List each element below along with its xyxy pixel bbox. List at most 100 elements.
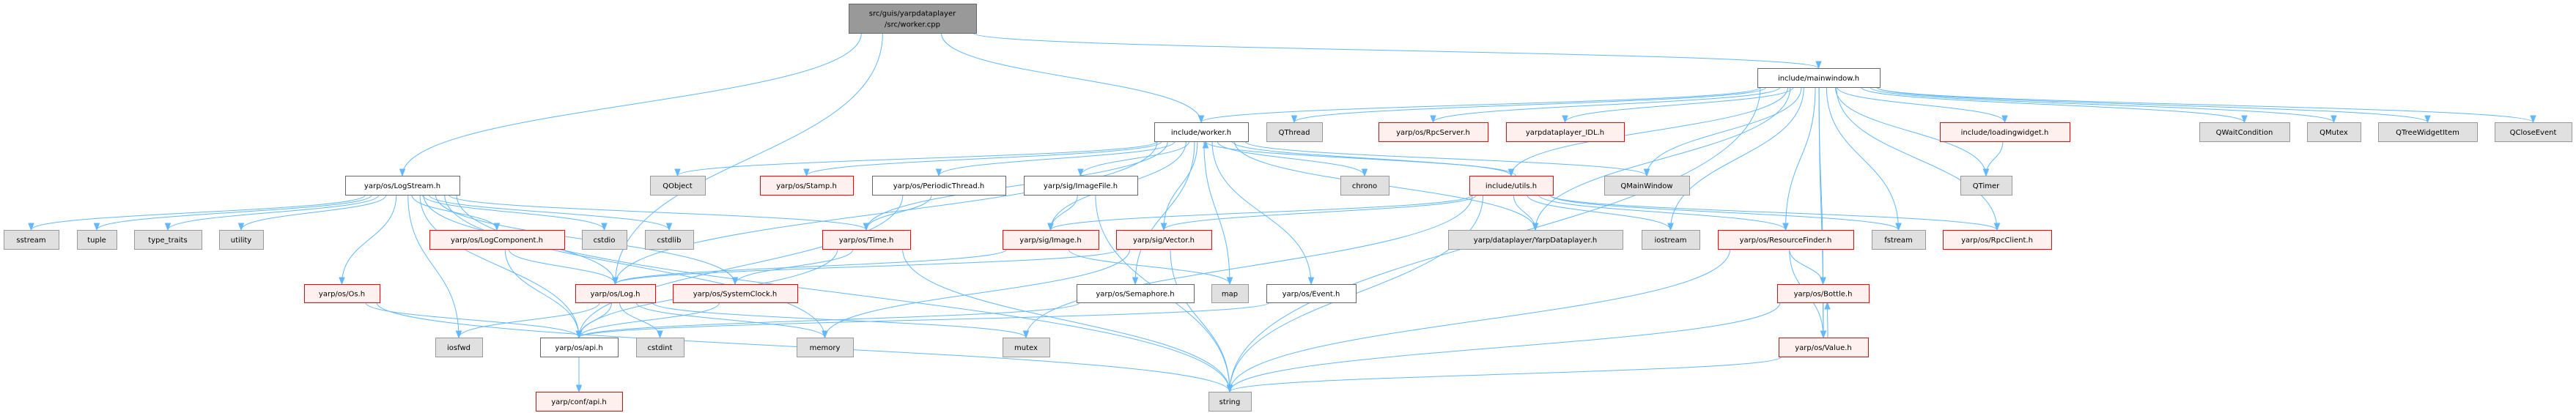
node-utils[interactable]: include/utils.h	[1469, 176, 1554, 196]
arrowhead	[665, 223, 673, 231]
node-periodic[interactable]: yarp/os/PeriodicThread.h	[872, 176, 1006, 196]
edge-worker-to-periodic	[935, 141, 1176, 177]
node-qmutex[interactable]: QMutex	[2307, 122, 2361, 142]
node-cstdint[interactable]: cstdint	[636, 338, 684, 357]
node-box	[872, 176, 1006, 196]
node-event[interactable]: yarp/os/Event.h	[1266, 284, 1357, 303]
node-logcomponent[interactable]: yarp/os/LogComponent.h	[429, 230, 565, 250]
node-qmainwindow[interactable]: QMainWindow	[1604, 176, 1690, 196]
node-map[interactable]: map	[1211, 284, 1249, 303]
arrowhead	[1532, 223, 1539, 231]
node-label: yarp/os/Time.h	[839, 237, 894, 245]
node-rpcclient[interactable]: yarp/os/RpcClient.h	[1943, 230, 2052, 250]
edge-mainwindow-to-qmainwindow	[1643, 86, 1802, 177]
node-type_traits[interactable]: type_traits	[134, 230, 202, 250]
node-resourcefinder[interactable]: yarp/os/ResourceFinder.h	[1718, 230, 1854, 250]
node-box	[1642, 230, 1700, 250]
edge-loadingwidget-to-qtimer	[1982, 141, 2004, 177]
node-iosfwd[interactable]: iosfwd	[435, 338, 483, 357]
node-box	[2495, 122, 2572, 142]
node-value[interactable]: yarp/os/Value.h	[1779, 338, 1869, 357]
edge-api-to-confapi	[575, 356, 583, 393]
node-string[interactable]: string	[1208, 392, 1252, 412]
node-label: include/utils.h	[1486, 182, 1537, 190]
node-qcloseevent[interactable]: QCloseEvent	[2495, 122, 2572, 142]
node-box	[1718, 230, 1854, 250]
arrowhead	[1667, 223, 1674, 231]
node-qtimer[interactable]: QTimer	[1960, 176, 2012, 196]
node-box	[1940, 122, 2070, 142]
node-time[interactable]: yarp/os/Time.h	[822, 230, 911, 250]
node-label: type_traits	[148, 237, 187, 245]
node-idl[interactable]: yarpdataplayer_IDL.h	[1506, 122, 1625, 142]
node-qthread[interactable]: QThread	[1266, 122, 1323, 142]
edge-mainwindow-to-qtreewidgetitem	[1876, 86, 2431, 124]
node-cstdio[interactable]: cstdio	[582, 230, 627, 250]
arrowhead	[1226, 277, 1233, 286]
node-worker[interactable]: include/worker.h	[1154, 122, 1249, 142]
node-box	[1024, 176, 1138, 196]
node-box	[1154, 122, 1249, 142]
node-box	[1077, 284, 1195, 303]
node-box	[2199, 122, 2290, 142]
arrowhead	[1430, 115, 1436, 124]
edge-worker-to-qobject	[674, 141, 1158, 177]
node-stamp[interactable]: yarp/os/Stamp.h	[760, 176, 854, 196]
node-label: cstdint	[647, 344, 672, 352]
node-loadingwidget[interactable]: include/loadingwidget.h	[1940, 122, 2070, 142]
node-label: QObject	[663, 182, 693, 190]
edge-worker-to-semaphore	[1132, 141, 1195, 286]
node-logstream[interactable]: yarp/os/LogStream.h	[345, 176, 460, 196]
node-label: yarp/os/LogComponent.h	[451, 237, 543, 245]
node-systemclock[interactable]: yarp/os/SystemClock.h	[673, 284, 798, 303]
edge-resourcefinder-to-string	[1226, 248, 1731, 393]
node-label: yarp/os/RpcClient.h	[1961, 237, 2033, 245]
edge-mainwindow-to-rpcclient	[1836, 86, 2001, 231]
node-chrono[interactable]: chrono	[1340, 176, 1390, 196]
node-cpp[interactable]: src/guis/yarpdataplayer/src/worker.cpp	[849, 4, 977, 34]
node-mainwindow[interactable]: include/mainwindow.h	[1757, 68, 1881, 88]
node-mutex[interactable]: mutex	[1003, 338, 1050, 357]
node-qwaitcondition[interactable]: QWaitCondition	[2199, 122, 2290, 142]
arrowhead	[1820, 330, 1827, 339]
node-label: yarp/sig/ImageFile.h	[1044, 182, 1118, 190]
arrowhead	[28, 223, 34, 231]
arrowhead	[399, 168, 406, 177]
node-vector[interactable]: yarp/sig/Vector.h	[1116, 230, 1212, 250]
node-label: yarp/os/Log.h	[591, 291, 641, 299]
arrowhead	[1132, 277, 1139, 286]
arrowhead	[1820, 277, 1826, 286]
node-semaphore[interactable]: yarp/os/Semaphore.h	[1077, 284, 1195, 303]
node-label: QMutex	[2319, 129, 2348, 137]
node-imagefile[interactable]: yarp/sig/ImageFile.h	[1024, 176, 1138, 196]
node-qtreewidgetitem[interactable]: QTreeWidgetItem	[2378, 122, 2478, 142]
node-sstream[interactable]: sstream	[4, 230, 59, 250]
node-confapi[interactable]: yarp/conf/api.h	[536, 392, 623, 412]
node-cstdlib[interactable]: cstdlib	[645, 230, 694, 250]
node-label: yarp/dataplayer/YarpDataplayer.h	[1474, 237, 1597, 245]
node-image[interactable]: yarp/sig/Image.h	[1003, 230, 1099, 250]
node-utility[interactable]: utility	[219, 230, 264, 250]
edge-cpp-to-logstream	[399, 32, 862, 177]
node-log[interactable]: yarp/os/Log.h	[575, 284, 656, 303]
node-box	[219, 230, 264, 250]
edge-worker-to-imagefile	[1077, 141, 1190, 177]
node-qobject[interactable]: QObject	[650, 176, 706, 196]
node-tuple[interactable]: tuple	[77, 230, 117, 250]
node-bottle[interactable]: yarp/os/Bottle.h	[1777, 284, 1870, 303]
node-api[interactable]: yarp/os/api.h	[540, 338, 619, 357]
node-yarpdataplayer[interactable]: yarp/dataplayer/YarpDataplayer.h	[1448, 230, 1623, 250]
edge-utils-to-resourcefinder	[1538, 194, 1789, 231]
node-os[interactable]: yarp/os/Os.h	[304, 284, 380, 303]
arrowhead	[803, 168, 810, 177]
node-memory[interactable]: memory	[797, 338, 854, 357]
node-rpcserver[interactable]: yarp/os/RpcServer.h	[1379, 122, 1488, 142]
arrowhead	[1361, 168, 1368, 177]
edge-value-to-string	[1226, 356, 1782, 393]
arrowhead	[674, 168, 681, 177]
node-iostream[interactable]: iostream	[1642, 230, 1700, 250]
node-fstream[interactable]: fstream	[1872, 230, 1926, 250]
node-box	[1943, 230, 2052, 250]
nodes-layer: src/guis/yarpdataplayer/src/worker.cpp ya…	[4, 4, 2572, 412]
edge-periodic-to-time	[863, 194, 932, 231]
